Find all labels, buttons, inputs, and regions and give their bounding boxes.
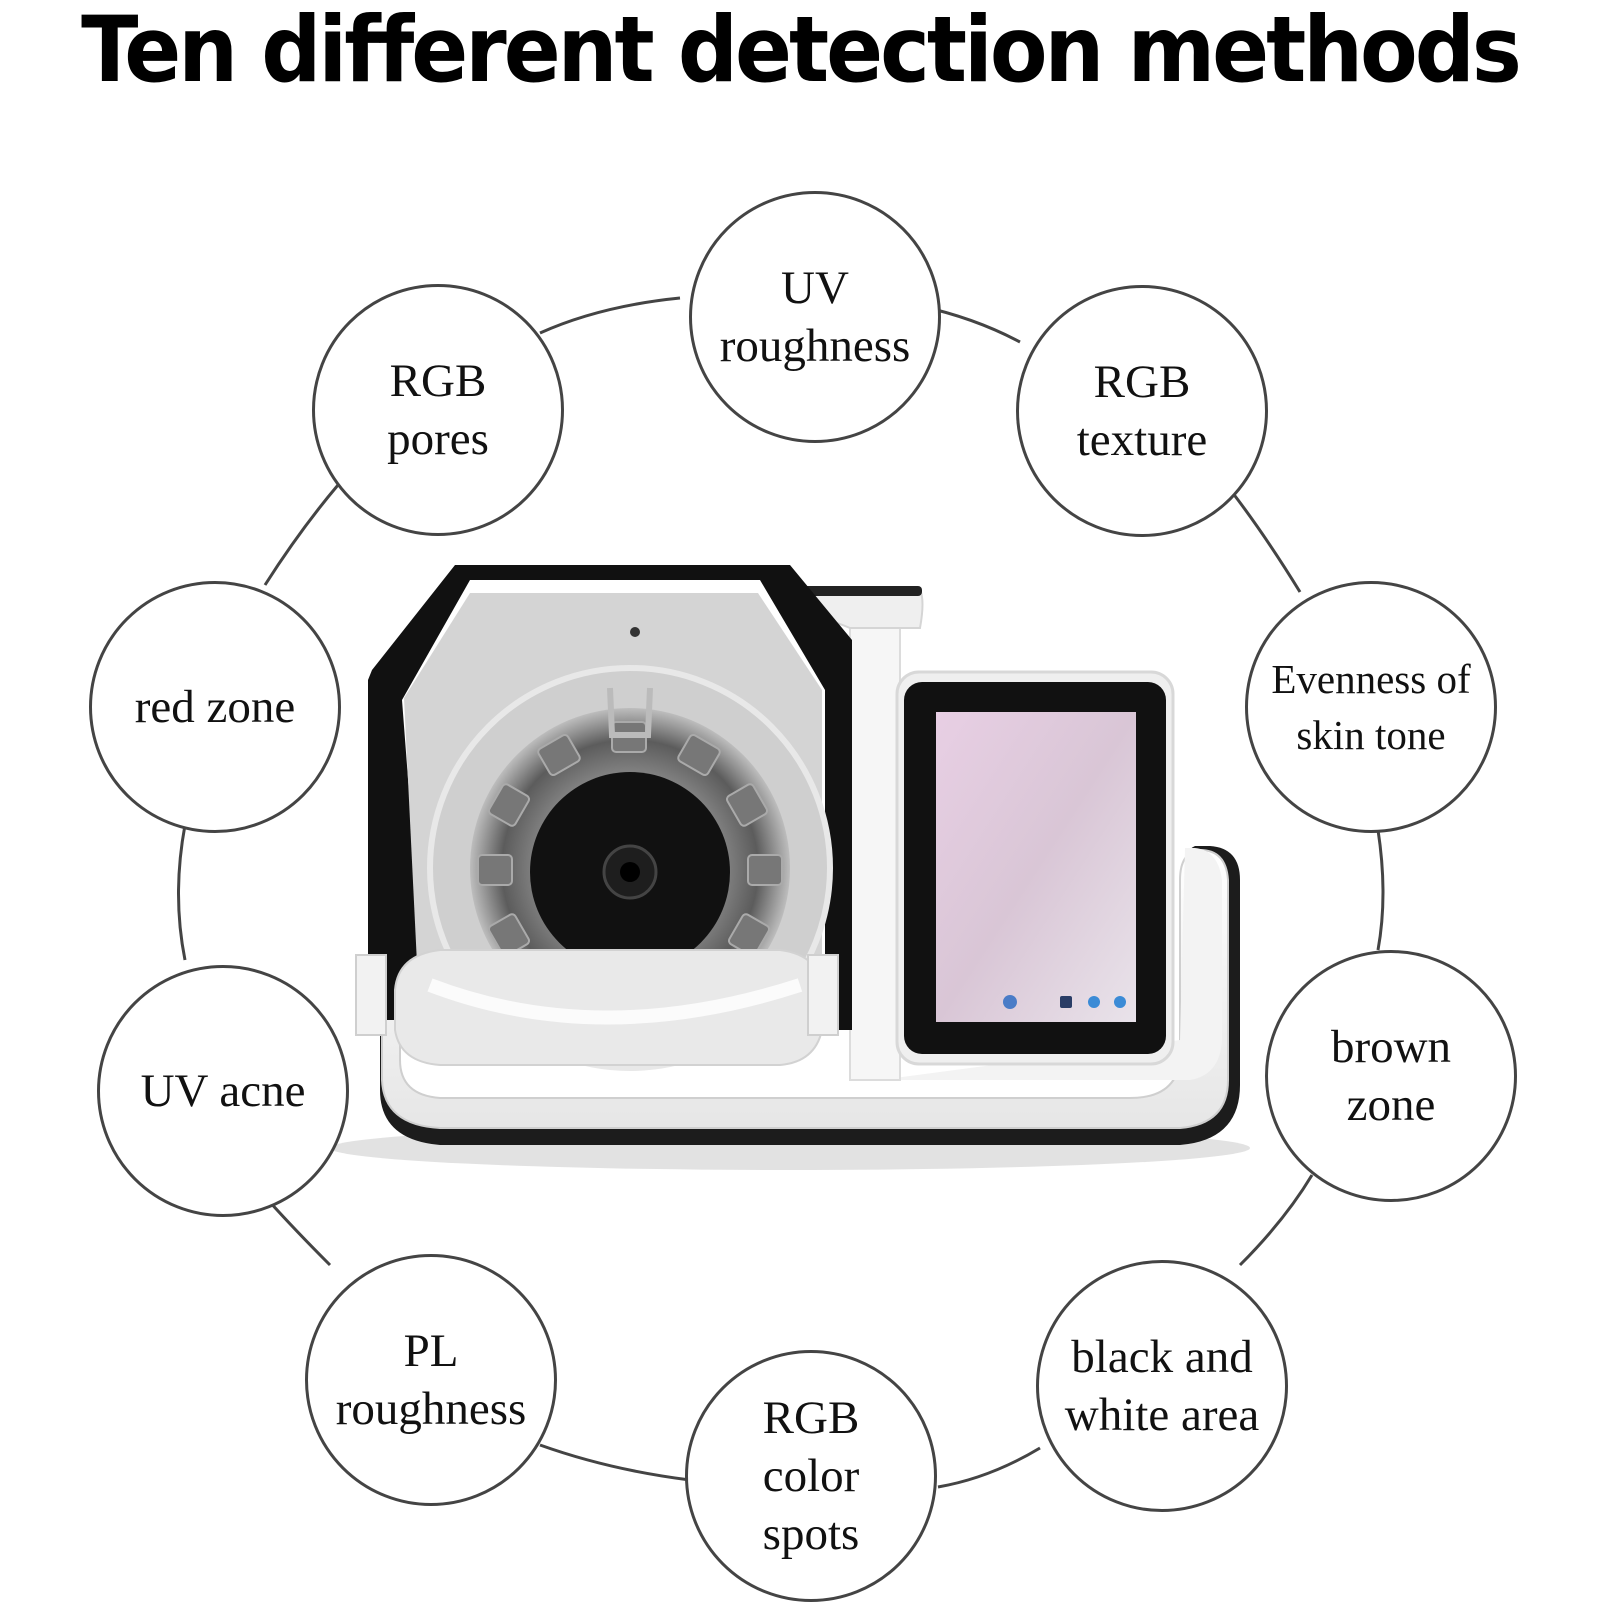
tablet-stand — [880, 848, 1222, 1080]
method-label: UV acne — [140, 1065, 306, 1117]
method-label: PL roughness — [335, 1325, 527, 1435]
method-node-red-zone: red zone — [89, 581, 341, 833]
method-node-evenness-of-skin-tone: Evenness of skin tone — [1245, 581, 1497, 833]
method-label: UV roughness — [719, 262, 911, 372]
method-label: RGB pores — [387, 355, 489, 465]
method-node-brown-zone: brown zone — [1265, 950, 1517, 1202]
tablet-app-icons — [1003, 995, 1126, 1009]
chin-rest-right-holder — [807, 954, 839, 1036]
method-label: brown zone — [1330, 1021, 1452, 1131]
method-label: RGB texture — [1076, 356, 1208, 466]
chin-rest — [394, 949, 823, 1066]
method-label: Evenness of skin tone — [1271, 656, 1471, 758]
hood-screw — [630, 627, 640, 637]
page-title: Ten different detection methods — [81, 0, 1522, 103]
method-node-rgb-color-spots: RGB color spots — [685, 1350, 937, 1602]
method-label: black and white area — [1064, 1331, 1260, 1441]
method-node-rgb-pores: RGB pores — [312, 284, 564, 536]
method-node-pl-roughness: PL roughness — [305, 1254, 557, 1506]
top-bar-edge — [790, 586, 922, 596]
ring-clip — [607, 687, 653, 738]
tablet-screen — [936, 712, 1136, 1022]
chin-rest-left-holder — [355, 954, 387, 1036]
method-label: RGB color spots — [762, 1392, 860, 1560]
method-node-black-and-white-area: black and white area — [1036, 1260, 1288, 1512]
device-arm — [849, 609, 901, 1081]
method-label: red zone — [134, 681, 296, 733]
method-node-uv-acne: UV acne — [97, 965, 349, 1217]
method-node-rgb-texture: RGB texture — [1016, 285, 1268, 537]
method-node-uv-roughness: UV roughness — [689, 191, 941, 443]
connector-ring — [177, 296, 1385, 1489]
